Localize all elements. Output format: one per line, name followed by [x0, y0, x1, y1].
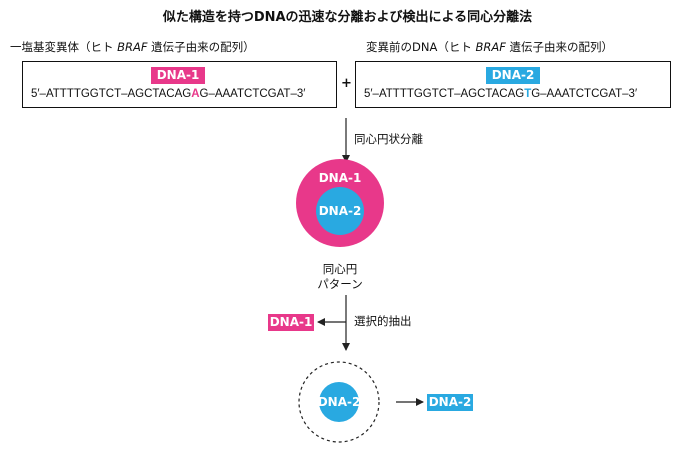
output-dna2-label: DNA-2: [427, 394, 473, 411]
left-sequence: 5′–ATTTTGGTCT–AGCTACAGAG–AAATCTCGAT–3′: [31, 88, 306, 101]
dna1-label: DNA-1: [151, 67, 205, 84]
left-caption-post: 遺伝子由来の配列）: [147, 40, 255, 54]
final-inner-circle-dna2: [319, 382, 359, 422]
left-panel-caption: 一塩基変異体（ヒト BRAF 遺伝子由来の配列）: [10, 40, 255, 54]
final-dashed-circle: [298, 361, 380, 443]
step-concentric-separation: 同心円状分離: [354, 132, 423, 146]
left-seq-mutation: A: [191, 88, 200, 100]
concentric-caption-line2: パターン: [317, 277, 363, 291]
final-inner-label: DNA-2: [317, 395, 361, 409]
right-caption-post: 遺伝子由来の配列）: [505, 40, 614, 54]
right-sequence-box: DNA-2 5′–ATTTTGGTCT–AGCTACAGTG–AAATCTCGA…: [355, 61, 671, 108]
right-seq-mutation: T: [524, 88, 532, 100]
right-seq-post: G–AAATCTCGAT–3′: [531, 88, 638, 100]
extracted-dna1-label: DNA-1: [268, 314, 314, 331]
concentric-caption-line1: 同心円: [322, 262, 358, 276]
left-caption-gene: BRAF: [117, 40, 148, 54]
left-sequence-box: DNA-1 5′–ATTTTGGTCT–AGCTACAGAG–AAATCTCGA…: [22, 61, 337, 108]
inner-circle-dna2: [316, 187, 364, 235]
right-seq-pre: 5′–ATTTTGGTCT–AGCTACAG: [364, 88, 525, 100]
right-caption-pre: 変異前のDNA（ヒト: [366, 40, 476, 54]
left-seq-pre: 5′–ATTTTGGTCT–AGCTACAG: [31, 88, 192, 100]
diagram-title: 似た構造を持つDNAの迅速な分離および検出による同心分離法: [162, 10, 533, 25]
right-panel-caption: 変異前のDNA（ヒト BRAF 遺伝子由来の配列）: [366, 40, 614, 54]
outer-circle-label: DNA-1: [318, 171, 362, 185]
right-sequence: 5′–ATTTTGGTCT–AGCTACAGTG–AAATCTCGAT–3′: [364, 88, 638, 101]
left-seq-post: G–AAATCTCGAT–3′: [199, 88, 306, 100]
right-caption-gene: BRAF: [475, 40, 506, 54]
left-caption-pre: 一塩基変異体（ヒト: [10, 40, 118, 54]
plus-sign: +: [341, 76, 352, 91]
inner-circle-label: DNA-2: [318, 204, 362, 218]
step-selective-extraction: 選択的抽出: [354, 314, 412, 328]
dna2-label: DNA-2: [486, 67, 540, 84]
